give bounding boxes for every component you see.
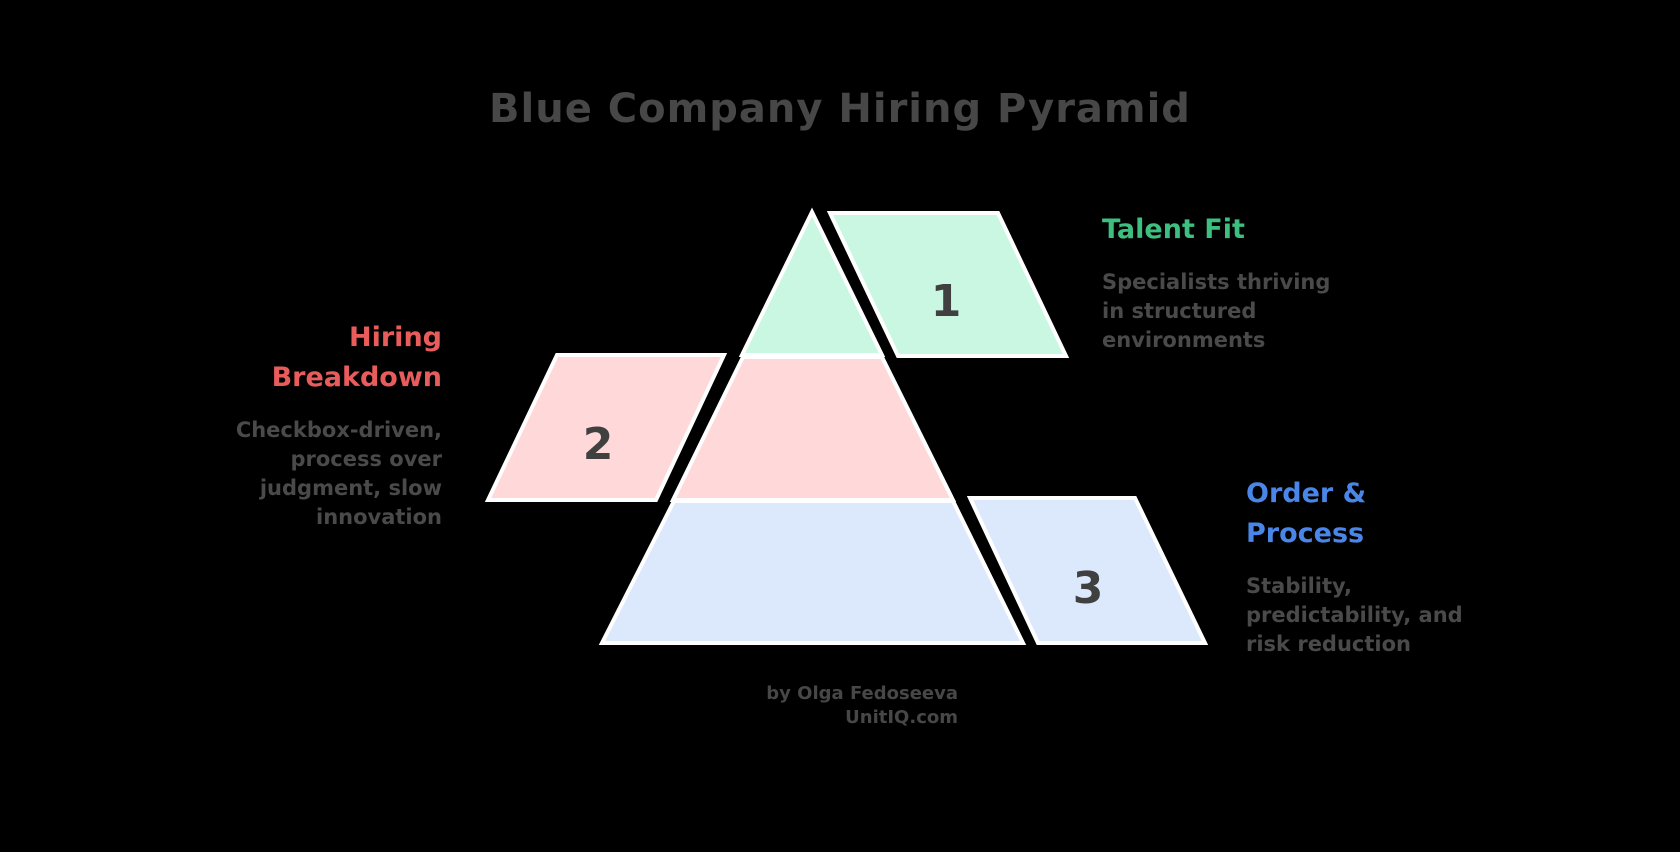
tier-1-number-card bbox=[826, 211, 1070, 358]
credit-website: UnitIQ.com bbox=[845, 707, 958, 728]
tier-3-label: Order & Process Stability, predictabilit… bbox=[1246, 474, 1486, 659]
tier-3-number-card bbox=[966, 496, 1209, 645]
tier-3-heading: Order & Process bbox=[1246, 478, 1367, 549]
pyramid-tier-3 bbox=[598, 499, 1027, 645]
credit-author: by Olga Fedoseeva bbox=[766, 683, 958, 704]
author-credit: by Olga Fedoseeva UnitIQ.com bbox=[700, 682, 958, 730]
tier-1-description: Specialists thriving in structured envir… bbox=[1102, 270, 1331, 352]
tier-2-number: 2 bbox=[583, 419, 614, 470]
tier-1-number: 1 bbox=[931, 276, 962, 327]
tier-1-label: Talent Fit Specialists thriving in struc… bbox=[1102, 210, 1342, 355]
tier-2-description: Checkbox-driven, process over judgment, … bbox=[235, 418, 442, 529]
tier-1-heading: Talent Fit bbox=[1102, 214, 1245, 245]
tier-2-number-card bbox=[484, 353, 728, 502]
diagram-title: Blue Company Hiring Pyramid bbox=[489, 86, 1191, 132]
tier-2-heading: Hiring Breakdown bbox=[271, 322, 442, 393]
tier-3-number: 3 bbox=[1073, 563, 1104, 614]
tier-2-label: Hiring Breakdown Checkbox-driven, proces… bbox=[200, 318, 442, 532]
tier-3-description: Stability, predictability, and risk redu… bbox=[1246, 574, 1463, 656]
